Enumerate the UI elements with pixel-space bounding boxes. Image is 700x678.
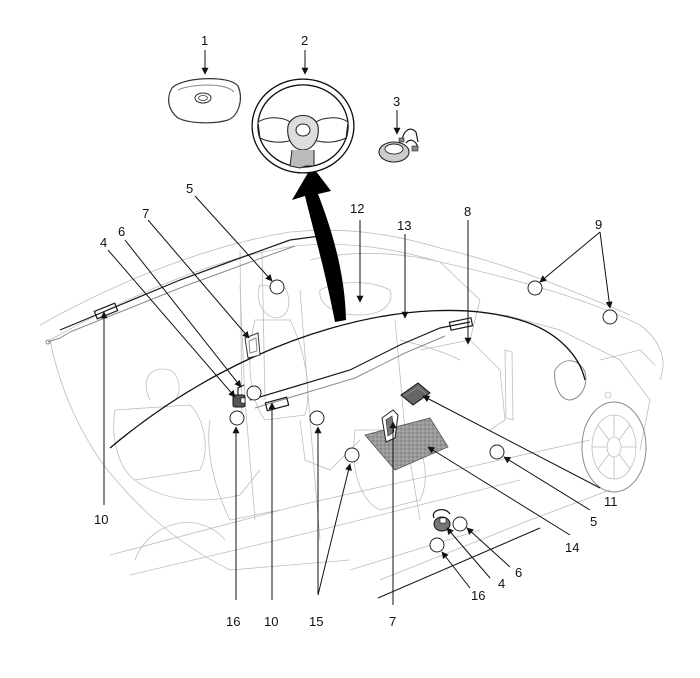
vehicle-outline: [39, 229, 664, 581]
callout-6-upper: 6: [118, 224, 125, 239]
callout-11: 11: [604, 494, 618, 509]
callout-7-lower: 7: [389, 614, 396, 629]
callout-3: 3: [393, 94, 400, 109]
callout-1: 1: [201, 33, 208, 48]
callout-5-lower: 5: [590, 514, 597, 529]
callout-4-lower: 4: [498, 576, 505, 591]
callout-15: 15: [309, 614, 323, 629]
callout-14: 14: [565, 540, 579, 555]
driver-airbag-module: [168, 78, 241, 124]
callout-10-center: 10: [264, 614, 278, 629]
callout-16-right: 16: [471, 588, 485, 603]
steering-wheel: [251, 78, 355, 174]
leader-lines: [100, 50, 613, 605]
callout-5-upper: 5: [186, 181, 193, 196]
location-markers: [229, 279, 618, 553]
callout-12: 12: [350, 201, 364, 216]
callout-9: 9: [595, 217, 602, 232]
components-rear: [232, 332, 261, 408]
callout-16-left: 16: [226, 614, 240, 629]
callout-10-left: 10: [94, 512, 108, 527]
callout-4-upper: 4: [100, 235, 107, 250]
steering-wheel-arrow: [292, 166, 346, 322]
pretensioner-lower: [432, 509, 451, 532]
callout-7-upper: 7: [142, 206, 149, 221]
body-side-curve: [109, 309, 586, 449]
callout-labels: 1 2 3 4 4 5 5 6 6 7 7 8 9 10 10 11 12 13…: [94, 33, 618, 629]
clock-spring: [378, 128, 419, 163]
callout-6-lower: 6: [515, 565, 522, 580]
callout-13: 13: [397, 218, 411, 233]
curtain-airbag-modules: [45, 235, 474, 412]
callout-2: 2: [301, 33, 308, 48]
floor-components: [364, 382, 449, 471]
callout-8: 8: [464, 204, 471, 219]
